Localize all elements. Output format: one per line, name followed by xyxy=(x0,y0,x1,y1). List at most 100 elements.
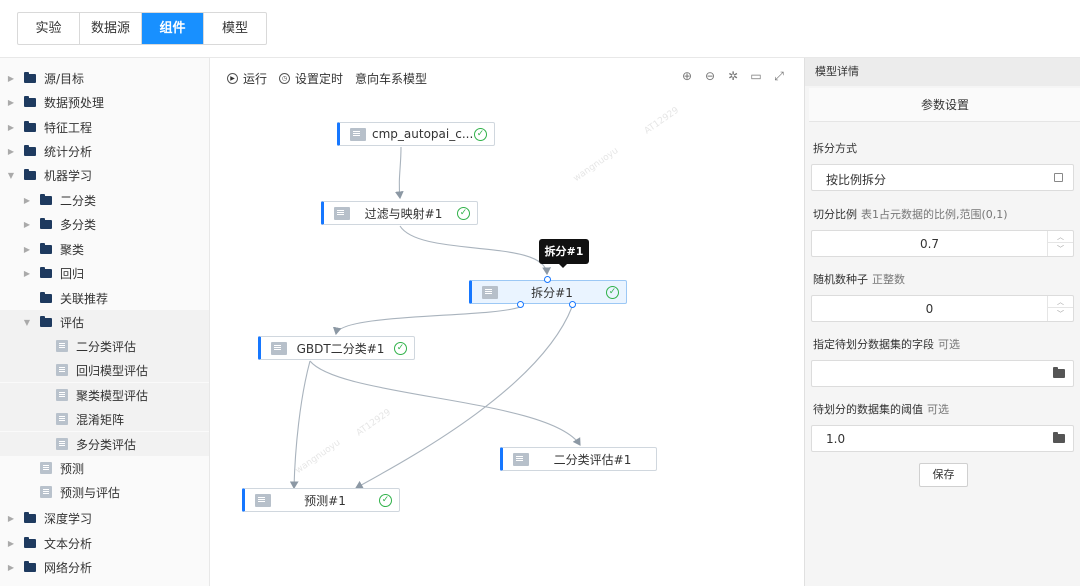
tree-item-evaluation[interactable]: ▼ 评估 xyxy=(0,310,209,334)
chevron-down-icon[interactable]: ﹀ xyxy=(1057,245,1064,253)
number-stepper[interactable]: ︿ ﹀ xyxy=(1047,296,1073,321)
caret-right-icon[interactable]: ▶ xyxy=(7,146,15,156)
component-tree: ▶ 源/目标 ▶ 数据预处理 ▶ 特征工程 ▶ 统计分析 ▼ 机器学习 ▶ 二分… xyxy=(0,58,210,586)
canvas-toolbar: ▶ 运行 ◷ 设置定时 意向车系模型 xyxy=(227,70,439,87)
workflow-canvas[interactable]: ▶ 运行 ◷ 设置定时 意向车系模型 ⊕ ⊖ ✲ ▭ ⤢ xyxy=(210,58,804,586)
folder-icon xyxy=(40,193,52,205)
fullscreen-icon[interactable]: ⤢ xyxy=(774,69,784,83)
caret-right-icon[interactable]: ▶ xyxy=(23,268,31,278)
tree-item-cluster-eval[interactable]: 聚类模型评估 xyxy=(0,383,209,407)
split-field-input[interactable] xyxy=(811,360,1074,387)
caret-right-icon[interactable]: ▶ xyxy=(7,122,15,132)
tree-item-label: 二分类评估 xyxy=(76,339,137,354)
tree-item-feature[interactable]: ▶ 特征工程 xyxy=(0,115,209,139)
zoom-out-icon[interactable]: ⊖ xyxy=(704,69,716,83)
node-tooltip: 拆分#1 xyxy=(539,239,589,268)
table-icon xyxy=(255,493,271,507)
tree-item-regression-eval[interactable]: 回归模型评估 xyxy=(0,358,209,382)
tree-item-predict[interactable]: 预测 xyxy=(0,456,209,480)
random-seed-input[interactable]: 0 ︿ ﹀ xyxy=(811,295,1074,322)
tree-item-label: 回归 xyxy=(60,266,85,281)
tree-item-binary[interactable]: ▶ 二分类 xyxy=(0,188,209,212)
caret-right-icon[interactable]: ▶ xyxy=(7,562,15,572)
tree-item-regression[interactable]: ▶ 回归 xyxy=(0,261,209,285)
tree-item-label: 二分类 xyxy=(60,193,97,208)
tree-item-source[interactable]: ▶ 源/目标 xyxy=(0,66,209,90)
node-split[interactable]: 拆分#1 ✓ xyxy=(469,280,627,304)
split-ratio-input[interactable]: 0.7 ︿ ﹀ xyxy=(811,230,1074,257)
model-detail-panel: 模型详情 参数设置 拆分方式 按比例拆分 切分比例表1占元数据的比例,范围(0,… xyxy=(804,58,1080,586)
tree-item-predict-eval[interactable]: 预测与评估 xyxy=(0,480,209,504)
caret-right-icon[interactable]: ▶ xyxy=(23,244,31,254)
tree-item-label: 聚类 xyxy=(60,242,85,257)
number-stepper[interactable]: ︿ ﹀ xyxy=(1047,231,1073,256)
output-port[interactable] xyxy=(517,301,524,308)
output-port[interactable] xyxy=(569,301,576,308)
tree-item-deep-learning[interactable]: ▶ 深度学习 xyxy=(0,506,209,530)
tree-item-cluster[interactable]: ▶ 聚类 xyxy=(0,237,209,261)
tab-datasource[interactable]: 数据源 xyxy=(80,13,142,44)
chevron-up-icon[interactable]: ︿ xyxy=(1048,231,1073,243)
tree-item-multiclass[interactable]: ▶ 多分类 xyxy=(0,212,209,236)
node-binary-eval[interactable]: 二分类评估#1 xyxy=(500,447,657,471)
node-gbdt[interactable]: GBDT二分类#1 ✓ xyxy=(258,336,415,360)
tree-item-confusion-matrix[interactable]: 混淆矩阵 xyxy=(0,407,209,431)
check-circle-icon: ✓ xyxy=(606,285,619,299)
input-port[interactable] xyxy=(544,276,551,283)
table-icon xyxy=(271,341,287,355)
chevron-down-icon[interactable]: ﹀ xyxy=(1057,310,1064,318)
tree-item-network-analysis[interactable]: ▶ 网络分析 xyxy=(0,555,209,579)
field-label-random-seed: 随机数种子正整数 xyxy=(813,273,905,286)
tree-item-text-analysis[interactable]: ▶ 文本分析 xyxy=(0,531,209,555)
tree-item-label: 深度学习 xyxy=(44,511,93,526)
component-icon xyxy=(40,462,52,474)
tree-item-multiclass-eval[interactable]: 多分类评估 xyxy=(0,432,209,456)
node-filter-map[interactable]: 过滤与映射#1 ✓ xyxy=(321,201,478,225)
dropdown-box-icon xyxy=(1054,173,1063,182)
tree-item-stats[interactable]: ▶ 统计分析 xyxy=(0,139,209,163)
tree-item-ml[interactable]: ▼ 机器学习 xyxy=(0,163,209,187)
tab-models[interactable]: 模型 xyxy=(221,21,248,36)
tree-item-label: 机器学习 xyxy=(44,168,93,183)
zoom-in-icon[interactable]: ⊕ xyxy=(681,69,693,83)
node-predict[interactable]: 预测#1 ✓ xyxy=(242,488,400,512)
folder-icon[interactable] xyxy=(1053,367,1065,378)
fit-center-icon[interactable]: ✲ xyxy=(727,69,739,83)
folder-icon xyxy=(40,217,52,229)
caret-right-icon[interactable]: ▶ xyxy=(7,97,15,107)
field-label-split-ratio: 切分比例表1占元数据的比例,范围(0,1) xyxy=(813,208,1008,221)
tab-experiment[interactable]: 实验 xyxy=(18,13,80,44)
canvas-tools: ⊕ ⊖ ✲ ▭ ⤢ xyxy=(671,69,786,83)
tree-item-label: 聚类模型评估 xyxy=(76,388,149,403)
tab-components[interactable]: 组件 xyxy=(142,13,204,44)
tab-parameter-settings[interactable]: 参数设置 xyxy=(809,88,1080,122)
folder-icon xyxy=(24,560,36,572)
schedule-button[interactable]: ◷ 设置定时 xyxy=(279,70,343,87)
tree-item-label: 文本分析 xyxy=(44,536,93,551)
panel-title: 模型详情 xyxy=(805,58,1080,86)
tree-item-association[interactable]: 关联推荐 xyxy=(0,286,209,310)
field-label-split-field: 指定待划分数据集的字段可选 xyxy=(813,338,960,351)
tree-item-binary-eval[interactable]: 二分类评估 xyxy=(0,334,209,358)
tree-item-preprocess[interactable]: ▶ 数据预处理 xyxy=(0,90,209,114)
check-circle-icon: ✓ xyxy=(379,493,392,507)
caret-down-icon[interactable]: ▼ xyxy=(7,170,15,180)
save-button[interactable]: 保存 xyxy=(919,463,968,487)
caret-right-icon[interactable]: ▶ xyxy=(7,73,15,83)
caret-right-icon[interactable]: ▶ xyxy=(7,513,15,523)
caret-right-icon[interactable]: ▶ xyxy=(7,538,15,548)
folder-icon xyxy=(40,291,52,303)
node-data-source[interactable]: cmp_autopai_c... ✓ xyxy=(337,122,495,146)
chevron-up-icon[interactable]: ︿ xyxy=(1048,296,1073,308)
caret-right-icon[interactable]: ▶ xyxy=(23,195,31,205)
run-button[interactable]: ▶ 运行 xyxy=(227,70,267,87)
caret-down-icon[interactable]: ▼ xyxy=(23,317,31,327)
folder-icon[interactable] xyxy=(1053,432,1065,443)
threshold-input[interactable]: 1.0 xyxy=(811,425,1074,452)
tree-item-label: 网络分析 xyxy=(44,560,93,575)
split-method-select[interactable]: 按比例拆分 xyxy=(811,164,1074,191)
folder-icon xyxy=(40,315,52,327)
check-circle-icon: ✓ xyxy=(457,206,470,220)
caret-right-icon[interactable]: ▶ xyxy=(23,219,31,229)
actual-size-icon[interactable]: ▭ xyxy=(750,69,762,83)
